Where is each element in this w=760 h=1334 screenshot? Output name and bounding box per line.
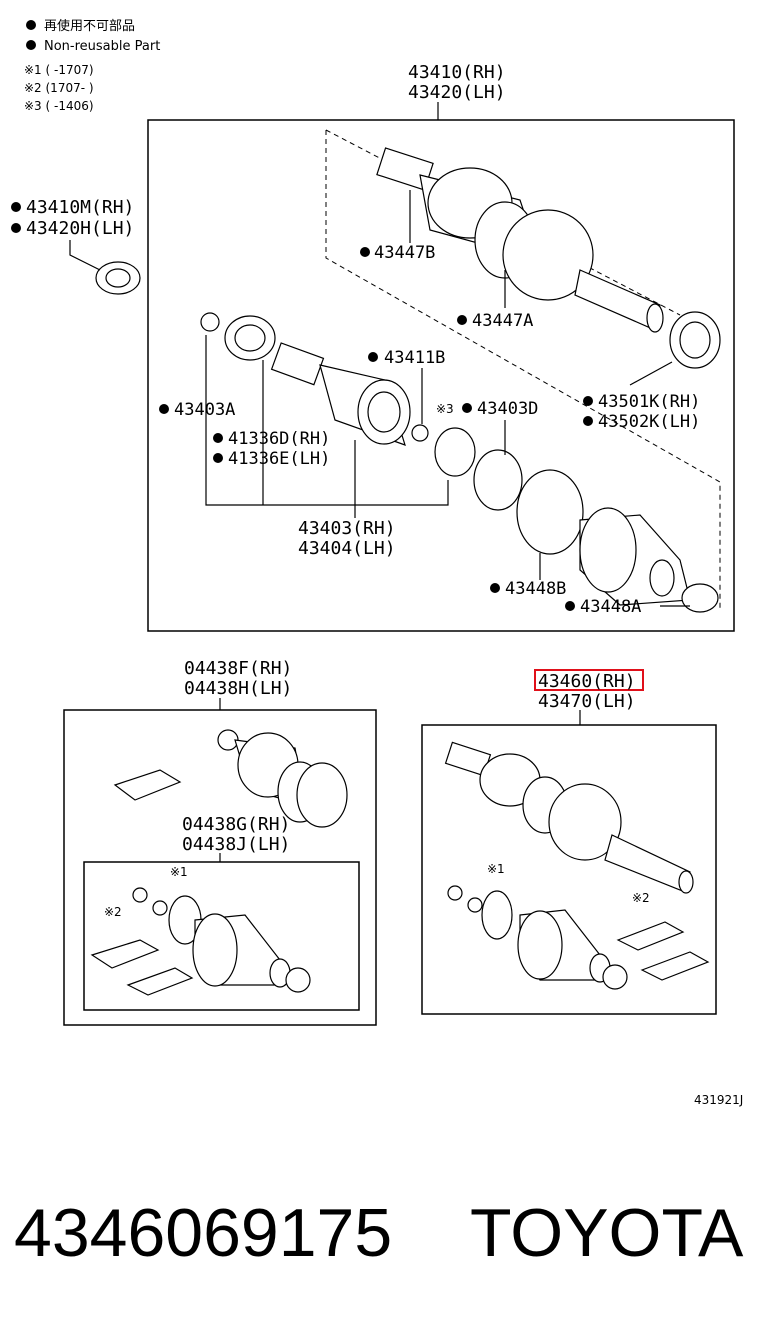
legend-bullet-icon — [26, 40, 36, 50]
label-43420[interactable]: 43420(LH) — [408, 82, 506, 103]
legend-bullet-icon — [26, 20, 36, 30]
assembly-box-right — [421, 724, 717, 1015]
boot-kit-outer-drawing — [113, 729, 348, 828]
label-41336d[interactable]: 41336D(RH) — [228, 429, 330, 449]
assembly-box-top — [147, 119, 735, 632]
label-43403-rh[interactable]: 43403(RH) — [298, 518, 396, 539]
mark-note-2-right: ※2 — [632, 891, 650, 905]
label-43460[interactable]: 43460(RH) — [538, 671, 636, 692]
mark-note-2-left: ※2 — [104, 905, 122, 919]
highlight-43460 — [534, 669, 644, 691]
kit-box-outer — [63, 709, 377, 1026]
legend-note-3: ※3 ( -1406) — [24, 99, 94, 113]
label-43447b[interactable]: 43447B — [374, 243, 435, 263]
label-43403d[interactable]: 43403D — [477, 399, 538, 419]
legend-nonreusable-en: Non-reusable Part — [44, 39, 160, 54]
label-43501k[interactable]: 43501K(RH) — [598, 392, 700, 412]
kit-box-inner — [83, 861, 360, 1011]
boot-kit-right-drawing — [447, 885, 710, 990]
label-43420h[interactable]: 43420H(LH) — [26, 218, 134, 239]
legend-note-2: ※2 (1707- ) — [24, 81, 94, 95]
label-43410[interactable]: 43410(RH) — [408, 62, 506, 83]
label-04438j[interactable]: 04438J(LH) — [182, 834, 290, 855]
brand-name: TOYOTA — [470, 1195, 744, 1271]
boot-lower-drawing — [579, 507, 719, 613]
drive-shaft-right-drawing — [444, 741, 694, 894]
legend-nonreusable-jp: 再使用不可部品 — [44, 18, 135, 34]
label-43448b[interactable]: 43448B — [505, 579, 566, 599]
label-43404-lh[interactable]: 43404(LH) — [298, 538, 396, 559]
mark-note-1-right: ※1 — [487, 862, 505, 876]
dashed-outline — [325, 130, 721, 610]
label-43403a[interactable]: 43403A — [174, 400, 235, 420]
boot-kit-inner-drawing — [90, 887, 311, 996]
label-43410m[interactable]: 43410M(RH) — [26, 197, 134, 218]
label-04438g[interactable]: 04438G(RH) — [182, 814, 290, 835]
label-43470[interactable]: 43470(LH) — [538, 691, 636, 712]
label-43447a[interactable]: 43447A — [472, 311, 533, 331]
mark-note-1-left: ※1 — [170, 865, 188, 879]
legend-note-1: ※1 ( -1707) — [24, 63, 94, 77]
mark-note-3: ※3 — [436, 402, 454, 416]
label-43411b[interactable]: 43411B — [384, 348, 445, 368]
inner-joint-drawing — [200, 312, 584, 555]
label-04438f[interactable]: 04438F(RH) — [184, 658, 292, 679]
diagram-code: 431921J — [694, 1093, 743, 1107]
label-43502k[interactable]: 43502K(LH) — [598, 412, 700, 432]
label-04438h[interactable]: 04438H(LH) — [184, 678, 292, 699]
label-41336e[interactable]: 41336E(LH) — [228, 449, 330, 469]
drive-shaft-upper-drawing — [376, 147, 664, 333]
label-43448a[interactable]: 43448A — [580, 597, 641, 617]
part-number: 4346069175 — [14, 1195, 392, 1271]
